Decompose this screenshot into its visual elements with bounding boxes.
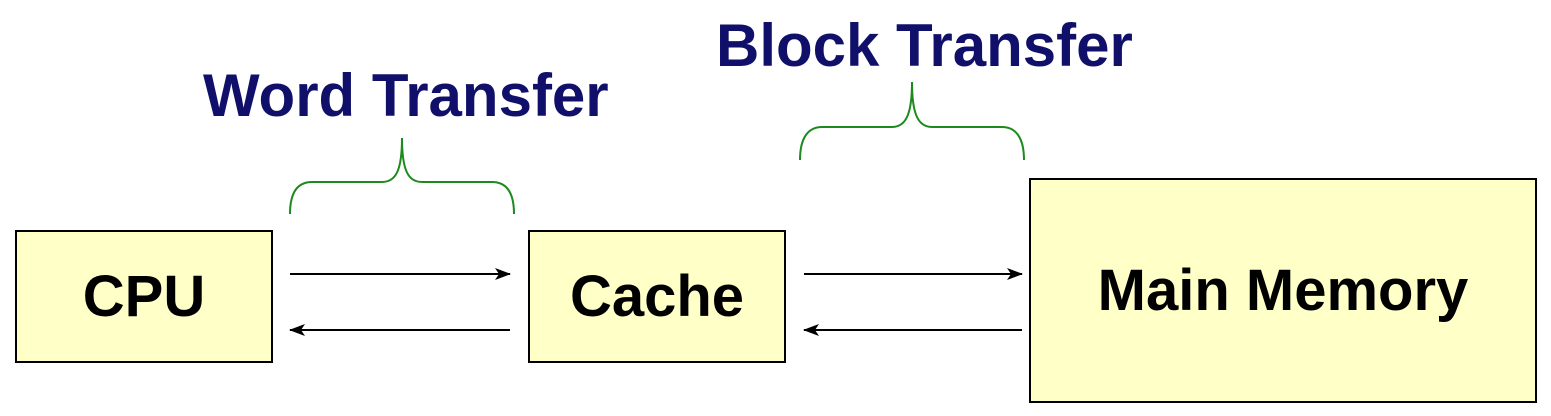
cache-label: Cache — [569, 264, 745, 329]
cache-box: Cache — [528, 230, 786, 363]
word-transfer-brace — [289, 137, 515, 215]
word-transfer-label: Word Transfer — [203, 62, 609, 129]
main-memory-label: Main Memory — [1097, 258, 1469, 323]
cpu-box: CPU — [15, 230, 273, 363]
block-transfer-brace — [799, 81, 1025, 161]
main-memory-box: Main Memory — [1029, 178, 1537, 403]
cpu-label: CPU — [82, 264, 206, 329]
block-transfer-label: Block Transfer — [716, 12, 1133, 79]
